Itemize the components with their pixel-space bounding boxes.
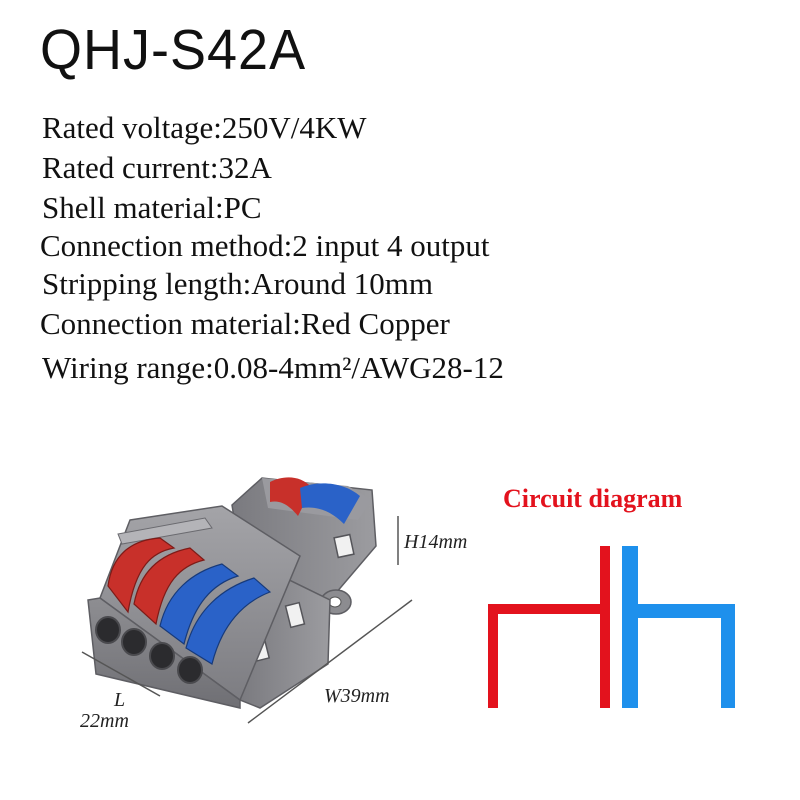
width-dimension-label: W39mm [324,685,390,707]
width-dimension-line [247,599,413,724]
spec-connection-material: Connection material:Red Copper [40,306,450,341]
length-dimension-line [81,651,161,697]
spec-stripping-length: Stripping length:Around 10mm [42,266,433,301]
spec-connection-method: Connection method:2 input 4 output [40,228,490,263]
length-dimension-letter: L [114,689,126,711]
spec-rated-voltage: Rated voltage:250V/4KW [42,110,367,145]
length-dimension-value: 22mm [80,710,129,732]
red-input-circuit-path [488,546,610,708]
spec-shell-material: Shell material:PC [42,190,262,225]
spec-wiring-range: Wiring range:0.08-4mm²/AWG28-12 [42,350,504,385]
height-dimension-label: H14mm [404,531,468,553]
circuit-diagram-title: Circuit diagram [503,484,683,513]
blue-output-circuit-path [622,546,735,708]
spec-rated-current: Rated current:32A [42,150,272,185]
product-model-title: QHJ-S42A [40,18,307,82]
